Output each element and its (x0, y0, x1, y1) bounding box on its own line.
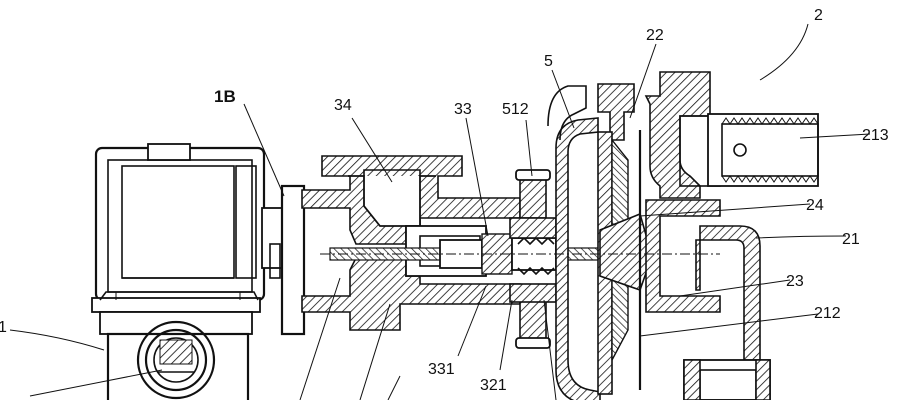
label-331: 331 (428, 361, 455, 378)
diaphragm-24 (597, 83, 653, 395)
solenoid-coil (91, 143, 266, 335)
outlet-body-2 (644, 71, 761, 361)
label-24: 24 (806, 197, 824, 214)
solenoid-base (106, 320, 250, 400)
cap-housing-5 (547, 85, 601, 400)
label-5: 5 (544, 53, 553, 70)
label-34: 34 (334, 97, 352, 114)
label-22: 22 (646, 27, 664, 44)
leader-lines (9, 23, 871, 400)
label-1: 1 (0, 319, 7, 336)
label-321: 321 (480, 377, 507, 394)
label-33: 33 (454, 101, 472, 118)
label-2: 2 (814, 7, 823, 24)
coil-flange-1B (261, 184, 306, 336)
label-512: 512 (502, 101, 529, 118)
label-23: 23 (786, 273, 804, 290)
outlet-fitting-213 (707, 113, 819, 187)
label-213: 213 (862, 127, 889, 144)
label-1B: 1B (214, 87, 236, 106)
part-labels: 1 1B 34 33 512 5 22 2 213 24 21 23 212 3… (0, 7, 889, 394)
label-21: 21 (842, 231, 860, 248)
drain-fitting (683, 359, 771, 400)
label-212: 212 (814, 305, 841, 322)
seal-512 (509, 169, 557, 349)
